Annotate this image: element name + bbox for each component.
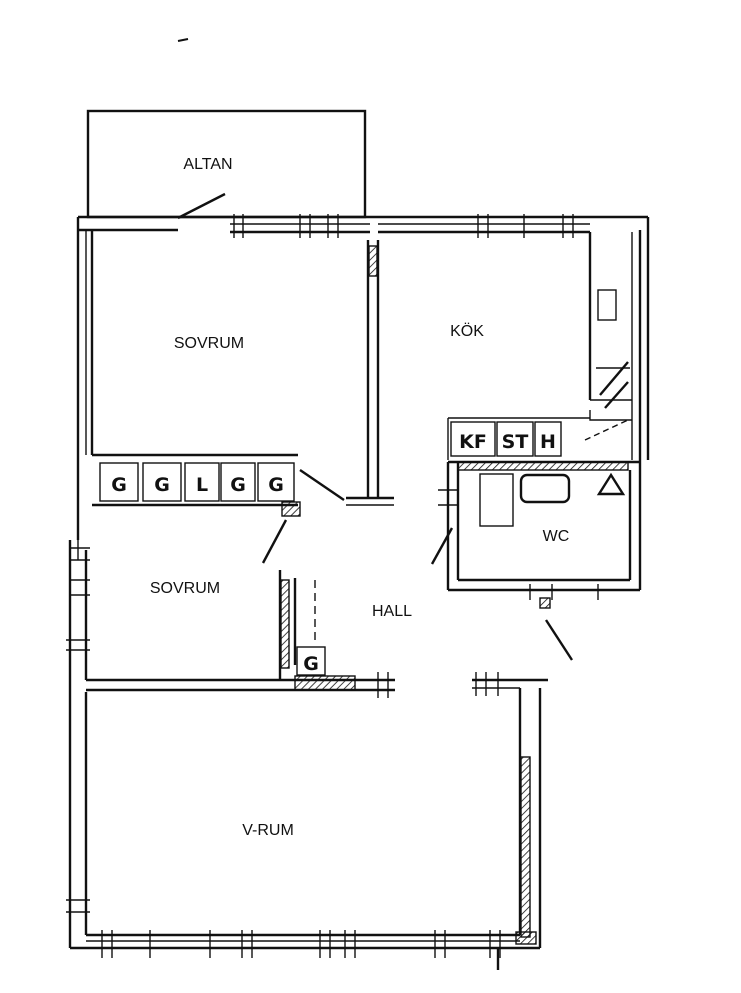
- kitchen-appliances: [450, 421, 562, 457]
- sink-shape: [519, 473, 571, 504]
- kitchen-appliance-kf: KF: [459, 431, 487, 453]
- room-label-sovrum-1: SOVRUM: [174, 335, 244, 352]
- wardrobe-label-5: G: [268, 474, 284, 496]
- bathtub-shape: [479, 473, 514, 527]
- altan-door-swing: [177, 192, 226, 220]
- kitchen-appliance-h: H: [540, 431, 556, 453]
- exterior-walls: [66, 214, 650, 970]
- room-label-hall: HALL: [372, 603, 412, 620]
- wardrobe-label-4: G: [230, 474, 246, 496]
- room-label-vrum: V-RUM: [242, 822, 294, 839]
- interior-walls: [86, 232, 640, 698]
- wardrobe-labels: G G L G G: [111, 474, 284, 496]
- wardrobe-label-2: G: [154, 474, 170, 496]
- room-label-altan: ALTAN: [183, 156, 232, 173]
- wc-fixtures: [479, 472, 626, 527]
- kitchen-appliance-st: ST: [502, 431, 529, 453]
- room-label-kok: KÖK: [450, 322, 484, 340]
- wardrobe-label-3: L: [196, 474, 208, 496]
- hall-closet-box: [296, 646, 326, 676]
- stray-mark: [177, 38, 189, 42]
- wardrobe-label-1: G: [111, 474, 127, 496]
- room-label-sovrum-2: SOVRUM: [150, 580, 220, 597]
- drain-triangle-icon: [596, 472, 626, 496]
- room-label-wc: WC: [543, 528, 570, 545]
- wardrobe-row: [99, 462, 295, 502]
- hall-closet-label: G: [303, 653, 319, 675]
